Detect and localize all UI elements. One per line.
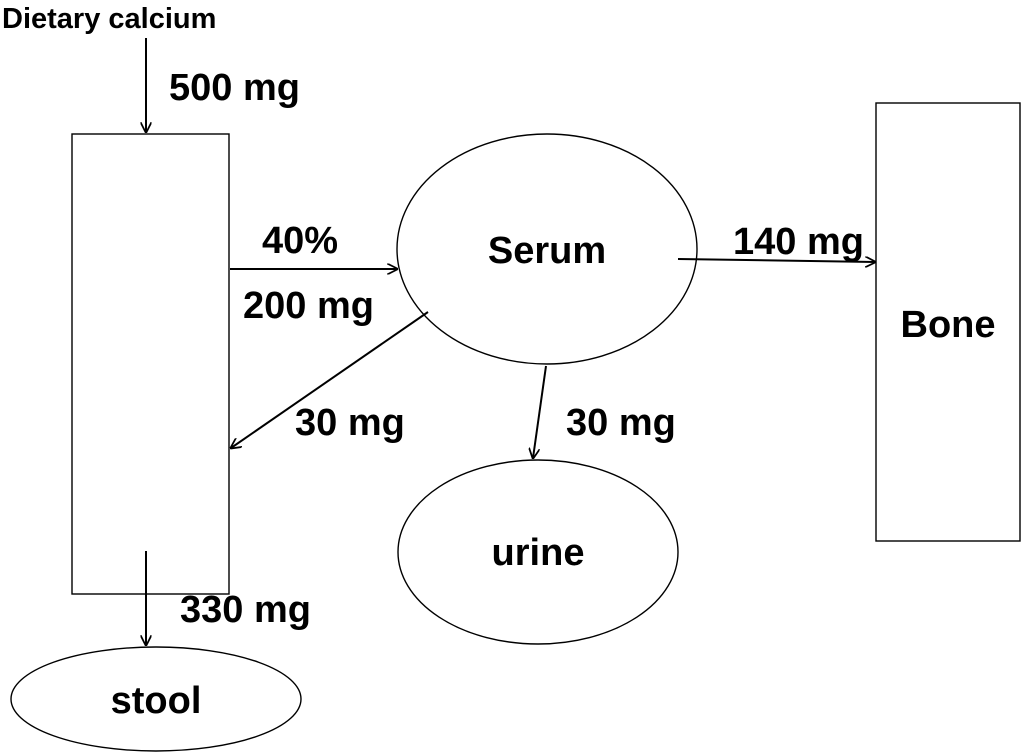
bone-box: [875, 102, 1021, 542]
serum-to-urine-arrow: [533, 365, 547, 458]
urine-node: [397, 459, 679, 645]
dietary-calcium-label: Dietary calcium: [2, 3, 216, 35]
serum-to-gut-arrow: [231, 311, 429, 448]
stool-node: [10, 646, 302, 752]
bone-label: Bone: [901, 304, 996, 346]
absorption-percent-label: 40%: [262, 220, 338, 262]
intestine-box: [71, 133, 230, 595]
serum-to-bone-arrow: [677, 259, 875, 262]
absorption-amount-label: 200 mg: [243, 285, 374, 327]
serum-node: [396, 133, 698, 365]
urine-label: urine: [492, 532, 585, 574]
serum-label: Serum: [488, 230, 606, 272]
serum-to-bone-amount: 140 mg: [733, 221, 864, 263]
serum-to-gut-amount: 30 mg: [295, 402, 405, 444]
gut-to-stool-amount: 330 mg: [180, 589, 311, 631]
dietary-intake-amount: 500 mg: [169, 67, 300, 109]
stool-label: stool: [111, 680, 202, 722]
serum-to-urine-amount: 30 mg: [566, 402, 676, 444]
